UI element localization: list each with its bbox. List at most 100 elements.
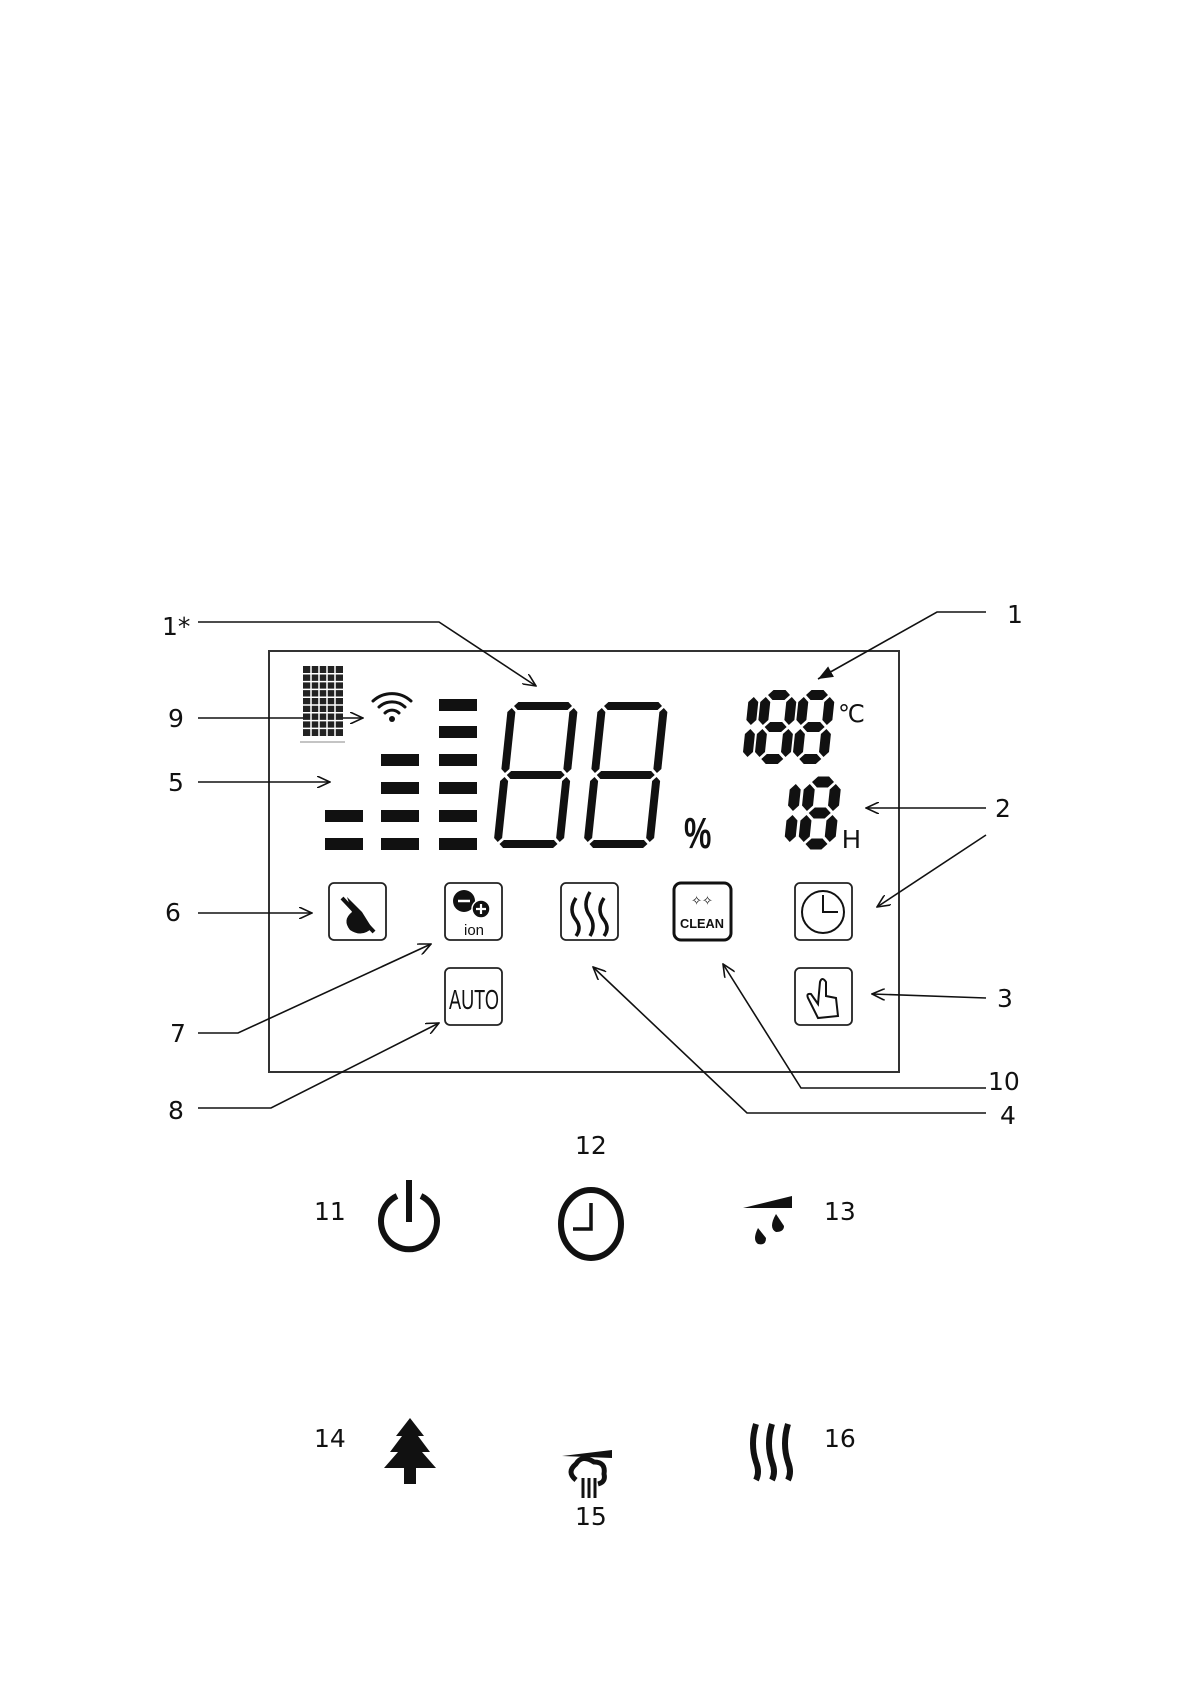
mist-cloud-icon[interactable] (562, 1450, 612, 1498)
ion-icon: ion (444, 882, 503, 941)
manual-hand-icon (794, 967, 853, 1026)
seven-segment-digit (793, 690, 835, 764)
segment-e (584, 777, 599, 842)
segment-d (799, 754, 822, 764)
segment-d (589, 840, 648, 848)
callout-12: 12 (575, 1131, 607, 1160)
fan-level-bars (325, 699, 477, 850)
heat-waves-icon[interactable] (750, 1423, 793, 1482)
callout-line-2b (877, 834, 987, 907)
wifi-icon (371, 692, 413, 722)
callout-7: 7 (170, 1019, 186, 1048)
sparkle-icon: ✧✧ (691, 893, 713, 908)
fan-bar (381, 754, 419, 766)
segment-a (806, 690, 828, 700)
tree-icon[interactable] (384, 1418, 436, 1484)
segment-b (828, 784, 841, 811)
segment-d (761, 754, 784, 764)
solar-grid-icon (300, 666, 345, 743)
seven-segment-digit (584, 702, 668, 848)
no-water-icon (328, 882, 387, 941)
callout-2: 2 (995, 794, 1011, 823)
callout-13: 13 (824, 1197, 856, 1226)
ion-label: ion (464, 922, 484, 939)
segment-c (824, 815, 838, 842)
temperature-unit: ℃ (838, 701, 865, 728)
callout-8: 8 (168, 1096, 184, 1125)
segment-b (563, 708, 578, 773)
segment-a (812, 776, 834, 788)
humidity-unit: % (684, 810, 711, 859)
segment-c (784, 815, 798, 842)
segment-d (499, 840, 558, 848)
callout-5: 5 (168, 768, 184, 797)
seven-segment-digit (798, 776, 841, 850)
heat-icon (560, 882, 619, 941)
segment-c (556, 777, 571, 842)
segment-g (764, 722, 787, 732)
segment-g (802, 722, 825, 732)
segment-f (591, 708, 606, 773)
segment-g (596, 771, 655, 779)
segment-e (755, 729, 767, 757)
segment-e (793, 729, 805, 757)
callout-line-4 (593, 967, 986, 1114)
segment-c (743, 729, 755, 757)
auto-label: AUTO (449, 984, 499, 1015)
callout-lines (198, 611, 987, 1114)
callout-16: 16 (824, 1424, 856, 1453)
seven-segment-digit (494, 702, 578, 848)
lcd-frame (268, 650, 900, 1073)
fan-bar (439, 838, 477, 850)
clean-label: CLEAN (680, 916, 724, 931)
segment-b (788, 784, 801, 811)
callout-10: 10 (988, 1067, 1020, 1096)
fan-bar (381, 838, 419, 850)
fan-bar (439, 754, 477, 766)
fan-bar (381, 782, 419, 794)
fan-bar (325, 810, 363, 822)
segment-f (758, 697, 771, 725)
clean-icon: ✧✧ CLEAN (672, 881, 733, 942)
callout-line-10 (723, 964, 986, 1089)
seven-segment-digit (743, 697, 759, 757)
segment-e (798, 815, 812, 842)
mist-level-icon[interactable] (743, 1196, 792, 1245)
segment-e (494, 777, 509, 842)
segment-f (501, 708, 516, 773)
segment-b (784, 697, 797, 725)
auto-icon: AUTO (444, 967, 503, 1026)
timer-display (784, 776, 841, 850)
temperature-display (743, 690, 835, 764)
humidity-display (494, 702, 668, 848)
callout-14: 14 (314, 1424, 346, 1453)
power-icon[interactable] (378, 1180, 440, 1253)
callout-1: 1 (1007, 600, 1023, 629)
timer-clock-icon[interactable] (558, 1187, 624, 1261)
callout-line-3 (872, 994, 987, 998)
seven-segment-digit (755, 690, 797, 764)
segment-c (646, 777, 661, 842)
fan-bar (325, 838, 363, 850)
fan-bar (439, 810, 477, 822)
fan-bar (439, 726, 477, 738)
segment-b (653, 708, 668, 773)
segment-f (796, 697, 809, 725)
segment-c (819, 729, 831, 757)
fan-bar (439, 699, 477, 711)
seven-segment-digit (784, 784, 801, 842)
segment-b (822, 697, 835, 725)
fan-bar (381, 810, 419, 822)
timer-unit: H (842, 824, 861, 854)
segment-a (768, 690, 790, 700)
segment-b (746, 697, 759, 725)
callout-15: 15 (575, 1502, 607, 1531)
callout-4: 4 (1000, 1101, 1016, 1130)
timer-icon (794, 882, 853, 941)
fan-bar (439, 782, 477, 794)
callout-9: 9 (168, 704, 184, 733)
segment-g (808, 807, 831, 819)
callout-6: 6 (165, 898, 181, 927)
segment-a (604, 702, 662, 710)
